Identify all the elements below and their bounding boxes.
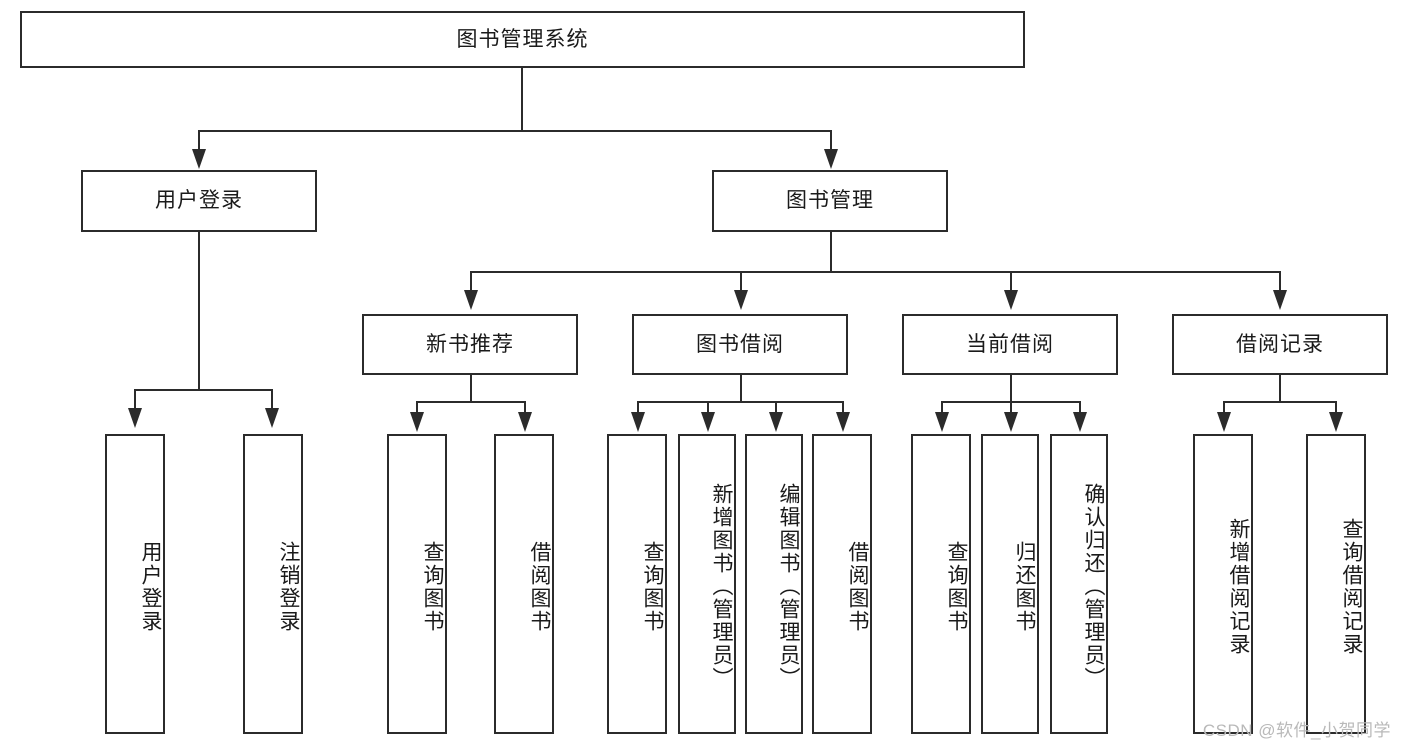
leaf-user-login[interactable]: 用户登录 [105,434,165,734]
arrow-to-borrow-record [1273,290,1287,310]
connector-bm-drop-4 [1279,271,1281,293]
node-label: 新书推荐 [426,332,514,356]
node-label: 注销登录 [277,541,300,633]
node-label: 借阅图书 [528,541,551,633]
node-label: 用户登录 [155,189,243,213]
arrow-to-book-borrow [734,290,748,310]
node-label: 查询图书 [421,541,444,633]
connector-br-drop-2 [1335,401,1337,415]
arrow-to-current-borrow [1004,290,1018,310]
leaf-bb-borrow-book[interactable]: 借阅图书 [812,434,872,734]
connector-user-login-drop-2 [271,389,273,411]
node-label: 当前借阅 [966,332,1054,356]
connector-cb-drop-3 [1079,401,1081,415]
arrow-to-leaf-cb-3 [1073,412,1087,432]
connector-bb-drop-1 [637,401,639,415]
connector-bb-stem [740,375,742,402]
connector-user-login-stem [198,232,200,390]
arrow-to-leaf-bb-4 [836,412,850,432]
connector-root-drop-1 [198,130,200,152]
leaf-br-query-record[interactable]: 查询借阅记录 [1306,434,1366,734]
connector-root-stem [521,68,523,131]
connector-nbr-bus [416,401,526,403]
arrow-to-leaf-bb-2 [701,412,715,432]
leaf-bb-query-book[interactable]: 查询图书 [607,434,667,734]
connector-bm-drop-2 [740,271,742,293]
arrow-to-leaf-nbr-1 [410,412,424,432]
node-label: 确认归还（管理员） [1082,482,1105,690]
connector-br-drop-1 [1223,401,1225,415]
arrow-to-leaf-bb-1 [631,412,645,432]
arrow-to-leaf-br-1 [1217,412,1231,432]
connector-nbr-stem [470,375,472,402]
connector-cb-stem [1010,375,1012,402]
node-label: 查询借阅记录 [1340,518,1363,656]
watermark-text: CSDN @软件_小贺同学 [1202,721,1391,740]
node-user-login[interactable]: 用户登录 [81,170,317,232]
leaf-cb-query-book[interactable]: 查询图书 [911,434,971,734]
connector-book-management-stem [830,232,832,272]
node-label: 用户登录 [139,541,162,633]
connector-bb-drop-3 [775,401,777,415]
arrow-to-leaf-user-login [128,408,142,428]
leaf-bb-edit-book-admin[interactable]: 编辑图书（管理员） [745,434,803,734]
arrow-to-leaf-nbr-2 [518,412,532,432]
arrow-root-to-user-login [192,149,206,169]
node-label: 归还图书 [1013,541,1036,633]
node-label: 查询图书 [945,541,968,633]
node-label: 图书借阅 [696,332,784,356]
connector-nbr-drop-1 [416,401,418,415]
connector-cb-drop-2 [1010,401,1012,415]
connector-user-login-drop-1 [134,389,136,411]
connector-book-management-bus [470,271,1280,273]
leaf-nbr-borrow-book[interactable]: 借阅图书 [494,434,554,734]
connector-cb-drop-1 [941,401,943,415]
arrow-to-leaf-cb-1 [935,412,949,432]
node-label: 图书管理系统 [456,27,589,51]
node-label: 新增借阅记录 [1227,518,1250,656]
arrow-root-to-book-management [824,149,838,169]
arrow-to-new-book-recommend [464,290,478,310]
connector-bb-drop-2 [707,401,709,415]
connector-bb-drop-4 [842,401,844,415]
connector-root-drop-2 [830,130,832,152]
connector-user-login-bus [134,389,272,391]
arrow-to-leaf-cb-2 [1004,412,1018,432]
leaf-cb-confirm-return-admin[interactable]: 确认归还（管理员） [1050,434,1108,734]
node-new-book-recommend[interactable]: 新书推荐 [362,314,578,375]
node-root-book-management-system[interactable]: 图书管理系统 [20,11,1025,68]
connector-root-bus [198,130,832,132]
node-label: 借阅记录 [1236,332,1324,356]
connector-br-stem [1279,375,1281,402]
node-label: 查询图书 [641,541,664,633]
node-label: 编辑图书（管理员） [777,482,800,690]
connector-nbr-drop-2 [524,401,526,415]
connector-br-bus [1223,401,1337,403]
leaf-logout[interactable]: 注销登录 [243,434,303,734]
node-current-borrow[interactable]: 当前借阅 [902,314,1118,375]
leaf-bb-add-book-admin[interactable]: 新增图书（管理员） [678,434,736,734]
node-book-borrow[interactable]: 图书借阅 [632,314,848,375]
node-label: 新增图书（管理员） [710,482,733,690]
connector-bb-bus [637,401,843,403]
leaf-cb-return-book[interactable]: 归还图书 [981,434,1039,734]
node-book-management[interactable]: 图书管理 [712,170,948,232]
leaf-nbr-query-book[interactable]: 查询图书 [387,434,447,734]
leaf-br-add-record[interactable]: 新增借阅记录 [1193,434,1253,734]
connector-bm-drop-3 [1010,271,1012,293]
node-label: 借阅图书 [846,541,869,633]
node-label: 图书管理 [786,189,874,213]
arrow-to-leaf-br-2 [1329,412,1343,432]
node-borrow-record[interactable]: 借阅记录 [1172,314,1388,375]
arrow-to-leaf-logout [265,408,279,428]
connector-bm-drop-1 [470,271,472,293]
arrow-to-leaf-bb-3 [769,412,783,432]
